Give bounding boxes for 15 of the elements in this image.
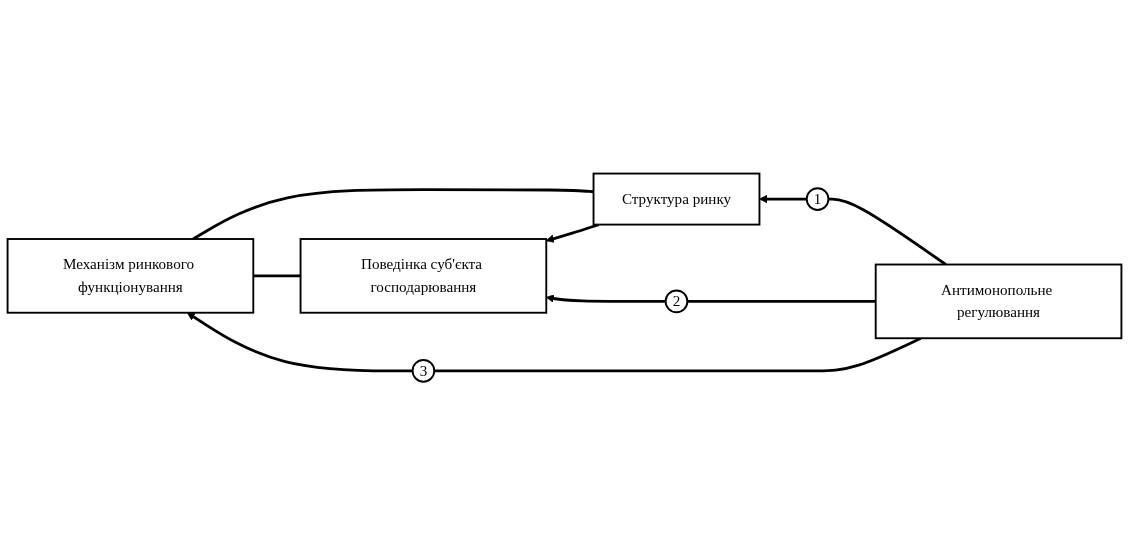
connector	[253, 274, 301, 277]
arrow	[186, 311, 413, 372]
node-circle: 1	[805, 186, 830, 211]
connector	[192, 187, 594, 240]
node-circle: 3	[411, 358, 436, 383]
node-circle: 2	[664, 289, 689, 313]
arrow	[759, 194, 807, 203]
node-box: Антимонопольне регулювання	[874, 263, 1123, 339]
connector	[434, 336, 922, 372]
connector	[828, 197, 947, 266]
connector	[687, 299, 876, 303]
node-box: Механізм ринкового функціонування	[6, 237, 255, 314]
node-box: Структура ринку	[592, 172, 761, 226]
node-box: Поведінка суб'єкта господарювання	[299, 237, 548, 314]
arrow	[545, 222, 600, 243]
